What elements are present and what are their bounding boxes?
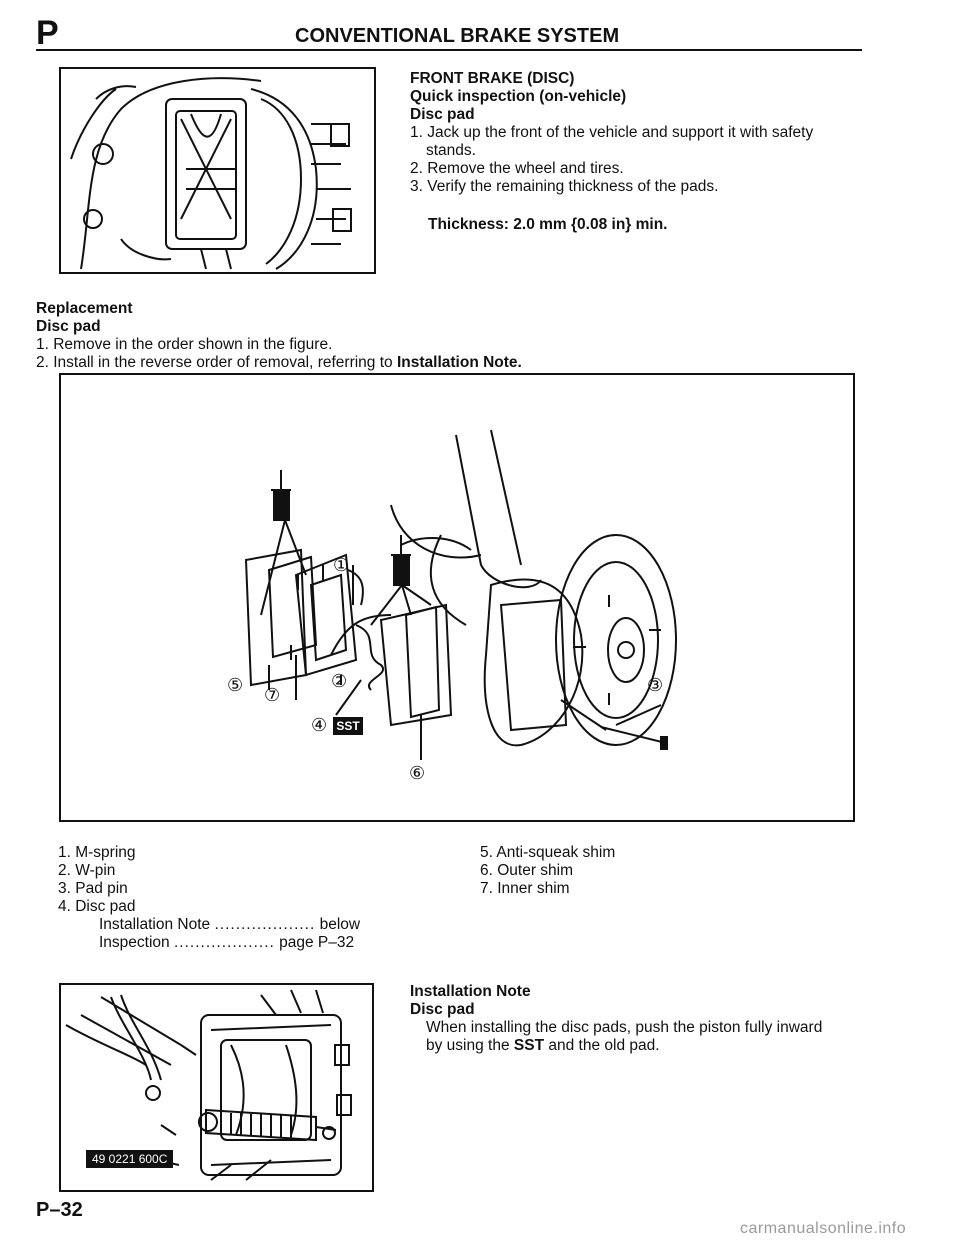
replacement-subheading: Disc pad	[36, 318, 101, 335]
parts-list-subitem-installation-note: Installation Note ................... be…	[99, 916, 360, 934]
leader-dots: ...................	[214, 916, 316, 933]
tool-number-label: 49 0221 600C	[86, 1150, 174, 1168]
leader-dots: ...................	[173, 934, 275, 951]
section-heading-quick-inspection: Quick inspection (on-vehicle)	[410, 88, 627, 105]
watermark: carmanualsonline.info	[740, 1220, 907, 1237]
callout-2: ②	[331, 671, 348, 692]
body-suffix: and the old pad.	[544, 1037, 660, 1054]
subitem-label: Inspection	[99, 934, 170, 951]
subitem-ref: below	[319, 916, 361, 933]
callout-6: ⑥	[409, 763, 426, 784]
body-prefix: by using the	[426, 1037, 514, 1054]
sst-badge: SST	[333, 717, 363, 735]
replacement-heading: Replacement	[36, 300, 133, 317]
subitem-ref: page P–32	[279, 934, 355, 951]
parts-list-item-6: 6. Outer shim	[480, 862, 574, 879]
inspection-step-1-cont: stands.	[426, 142, 476, 159]
callout-1: ①	[333, 555, 350, 576]
callout-4: ④	[311, 715, 328, 736]
section-heading-front-brake: FRONT BRAKE (DISC)	[410, 70, 575, 87]
inspection-step-3: 3. Verify the remaining thickness of the…	[410, 178, 719, 195]
parts-list-item-7: 7. Inner shim	[480, 880, 570, 897]
installation-note-subheading: Disc pad	[410, 1001, 475, 1018]
callout-7: ⑦	[264, 685, 281, 706]
section-letter: P	[36, 14, 59, 52]
exploded-diagram: ① ② ③ ④ SST ⑤ ⑥ ⑦	[59, 373, 855, 822]
inspection-step-2: 2. Remove the wheel and tires.	[410, 160, 624, 177]
installation-note-ref: Installation Note.	[396, 354, 522, 371]
parts-list-subitem-inspection: Inspection ................... page P–32	[99, 934, 354, 952]
parts-list-item-4: 4. Disc pad	[58, 898, 136, 915]
installation-note-body-line1: When installing the disc pads, push the …	[426, 1019, 823, 1036]
installation-note-body-line2: by using the SST and the old pad.	[426, 1037, 660, 1055]
sst-figure: 49 0221 600C	[59, 983, 374, 1192]
header-rule	[36, 49, 862, 51]
replacement-step-2-text: 2. Install in the reverse order of remov…	[36, 354, 397, 371]
caliper-figure	[59, 67, 376, 274]
sst-ref: SST	[513, 1037, 545, 1054]
section-heading-disc-pad: Disc pad	[410, 106, 475, 123]
subitem-label: Installation Note	[99, 916, 211, 933]
installation-note-heading: Installation Note	[410, 983, 531, 1000]
page-number: P–32	[36, 1199, 83, 1221]
replacement-step-1: 1. Remove in the order shown in the figu…	[36, 336, 333, 353]
thickness-spec: Thickness: 2.0 mm {0.08 in} min.	[428, 216, 668, 233]
parts-list-item-3: 3. Pad pin	[58, 880, 128, 897]
replacement-step-2: 2. Install in the reverse order of remov…	[36, 354, 522, 372]
callout-5: ⑤	[227, 675, 244, 696]
parts-list-item-2: 2. W-pin	[58, 862, 116, 879]
callout-3: ③	[647, 675, 664, 696]
parts-list-item-1: 1. M-spring	[58, 844, 136, 861]
parts-list-item-5: 5. Anti-squeak shim	[480, 844, 616, 861]
page-title: CONVENTIONAL BRAKE SYSTEM	[295, 25, 620, 47]
inspection-step-1: 1. Jack up the front of the vehicle and …	[410, 124, 814, 141]
